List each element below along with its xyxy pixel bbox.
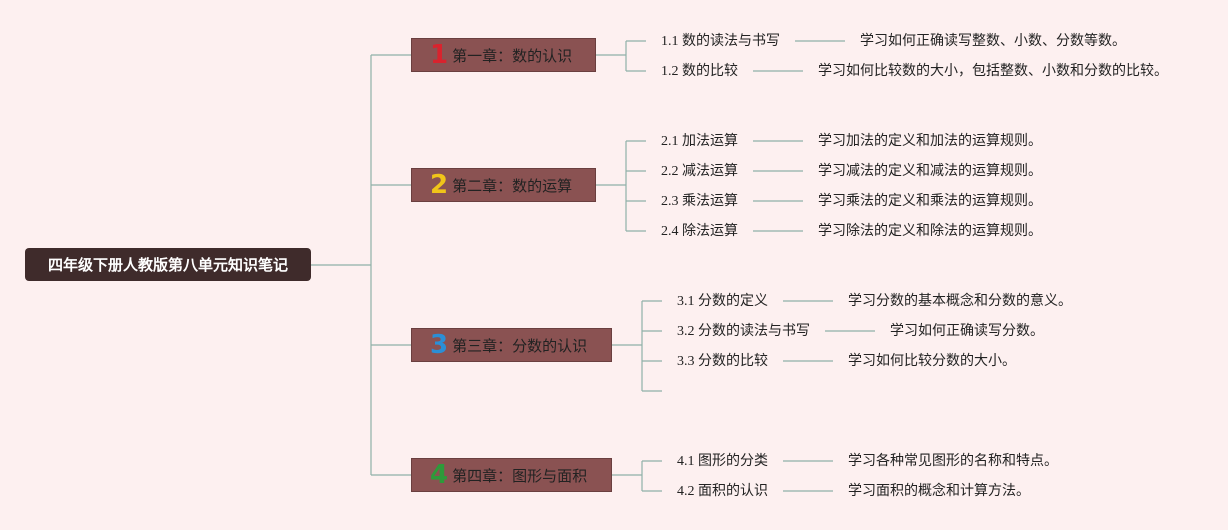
root-label: 四年级下册人教版第八单元知识笔记 [47, 256, 288, 274]
section-3-1-title[interactable]: 3.1 分数的定义 [677, 294, 768, 309]
section-2-2-desc[interactable]: 学习减法的定义和减法的运算规则。 [818, 164, 1042, 179]
section-1-2-desc[interactable]: 学习如何比较数的大小，包括整数、小数和分数的比较。 [818, 64, 1168, 79]
chapter-2-node[interactable]: 2 第二章：数的运算 [411, 168, 596, 202]
section-2-4-desc[interactable]: 学习除法的定义和除法的运算规则。 [818, 224, 1042, 239]
section-1-1-desc[interactable]: 学习如何正确读写整数、小数、分数等数。 [860, 34, 1126, 49]
root-topic[interactable]: 四年级下册人教版第八单元知识笔记 [25, 248, 311, 281]
section-4-2-desc[interactable]: 学习面积的概念和计算方法。 [848, 484, 1030, 499]
chapter-1-number: 1 [430, 40, 449, 70]
section-2-3-desc[interactable]: 学习乘法的定义和乘法的运算规则。 [818, 194, 1042, 209]
section-3-1-desc[interactable]: 学习分数的基本概念和分数的意义。 [848, 294, 1072, 309]
chapter-4-number: 4 [430, 460, 449, 490]
section-4-1-title[interactable]: 4.1 图形的分类 [677, 454, 768, 469]
section-2-1-title[interactable]: 2.1 加法运算 [661, 134, 738, 149]
chapter-1-node[interactable]: 1 第一章：数的认识 [411, 38, 596, 72]
section-2-1-desc[interactable]: 学习加法的定义和加法的运算规则。 [818, 134, 1042, 149]
section-4-2-title[interactable]: 4.2 面积的认识 [677, 484, 768, 499]
chapter-4-node[interactable]: 4 第四章：图形与面积 [411, 458, 612, 492]
chapter-3-label: 第三章：分数的认识 [452, 336, 588, 355]
section-2-2-title[interactable]: 2.2 减法运算 [661, 164, 738, 179]
chapter-3-node[interactable]: 3 第三章：分数的认识 [411, 328, 612, 362]
section-4-1-desc[interactable]: 学习各种常见图形的名称和特点。 [848, 454, 1058, 469]
chapter-2-number: 2 [430, 170, 449, 200]
chapter-3-number: 3 [430, 330, 449, 360]
chapter-2-label: 第二章：数的运算 [452, 176, 573, 195]
section-3-3-title[interactable]: 3.3 分数的比较 [677, 354, 768, 369]
chapter-4-label: 第四章：图形与面积 [452, 466, 588, 485]
section-3-3-desc[interactable]: 学习如何比较分数的大小。 [848, 354, 1016, 369]
section-3-2-title[interactable]: 3.2 分数的读法与书写 [677, 324, 810, 339]
section-1-2-title[interactable]: 1.2 数的比较 [661, 64, 738, 79]
section-2-3-title[interactable]: 2.3 乘法运算 [661, 194, 738, 209]
section-3-2-desc[interactable]: 学习如何正确读写分数。 [890, 324, 1044, 339]
chapter-1-label: 第一章：数的认识 [452, 46, 573, 65]
section-2-4-title[interactable]: 2.4 除法运算 [661, 224, 738, 239]
section-1-1-title[interactable]: 1.1 数的读法与书写 [661, 34, 780, 49]
